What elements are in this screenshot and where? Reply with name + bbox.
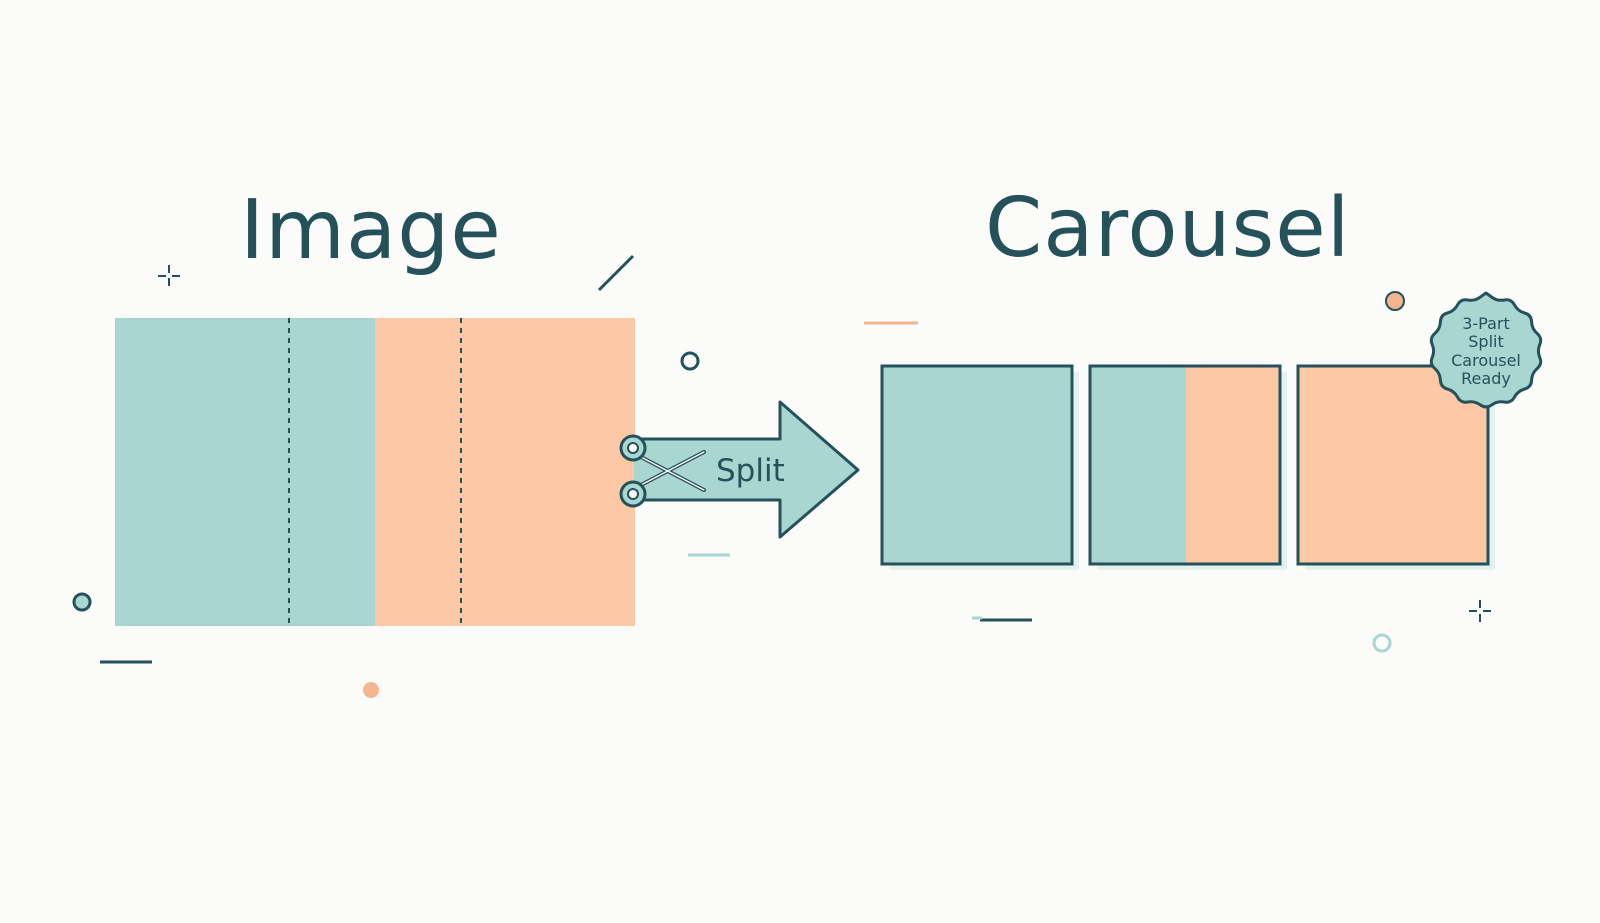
- carousel-slide-2: [1088, 364, 1282, 566]
- badge-line-3: Carousel: [1451, 351, 1521, 370]
- ring-dot: [1372, 633, 1392, 653]
- badge-line-2: Split: [1468, 332, 1503, 351]
- ring-dot: [680, 351, 700, 371]
- sparkle-icon: [158, 265, 180, 286]
- carousel-slide-3: [1296, 364, 1490, 566]
- ready-badge: 3-Part Split Carousel Ready: [1429, 291, 1543, 409]
- source-title: Image: [240, 183, 502, 278]
- badge-line-4: Ready: [1461, 369, 1511, 388]
- decorations: [72, 254, 1491, 664]
- carousel-slide-1: [880, 364, 1074, 566]
- carousel-slides: [880, 364, 1495, 570]
- source-image: [115, 318, 635, 626]
- peach-dot: [1385, 291, 1405, 311]
- carousel-title: Carousel: [985, 181, 1351, 276]
- ring-dot: [72, 592, 92, 612]
- sparkle-icon: [1469, 600, 1491, 622]
- peach-dot: [363, 682, 379, 698]
- split-label: Split: [716, 453, 785, 489]
- slash-mark: [597, 254, 635, 292]
- badge-line-1: 3-Part: [1462, 314, 1510, 333]
- scissors-icon: [619, 434, 706, 508]
